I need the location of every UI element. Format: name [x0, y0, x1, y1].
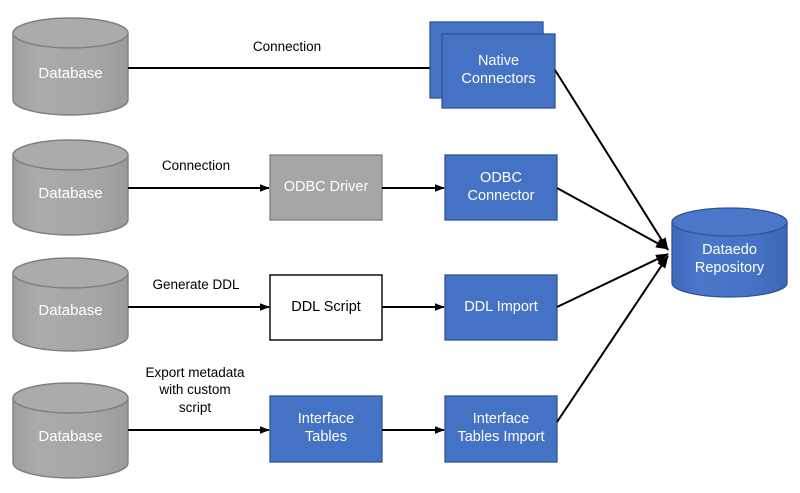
- interface-tables-node[interactable]: [270, 396, 382, 462]
- native-connectors-shape: [429, 21, 556, 109]
- odbc-driver-shape: [269, 154, 383, 221]
- source-database-3-shape: [12, 257, 129, 352]
- ddl-script-shape: [269, 274, 383, 341]
- ddl-script-node[interactable]: [270, 275, 382, 340]
- interface-tables-shape: [269, 395, 383, 463]
- edge-odbc-connector-to-repository: [556, 187, 669, 250]
- native-connectors-node[interactable]: [430, 22, 555, 108]
- source-database-4-shape: [12, 382, 129, 479]
- interface-tables-import-node[interactable]: [445, 396, 557, 462]
- ddl-import-shape: [444, 274, 558, 341]
- odbc-connector-shape: [444, 154, 558, 221]
- ddl-import-node[interactable]: [445, 275, 557, 340]
- source-database-2-shape: [12, 139, 129, 236]
- odbc-driver-node[interactable]: [270, 155, 382, 220]
- edge-native-connectors-to-repository: [554, 69, 669, 251]
- interface-tables-import-shape: [444, 395, 558, 463]
- source-database-1-shape: [12, 17, 129, 116]
- dataedo-repository-shape: [671, 207, 788, 298]
- source-database-4[interactable]: [13, 383, 128, 478]
- odbc-connector-node[interactable]: [445, 155, 557, 220]
- source-database-1[interactable]: [13, 18, 128, 115]
- edge-interface-tables-import-to-repository: [556, 255, 669, 423]
- dataedo-repository-node[interactable]: [672, 208, 787, 297]
- source-database-3[interactable]: [13, 258, 128, 351]
- edge-ddl-import-to-repository: [556, 253, 669, 308]
- source-database-2[interactable]: [13, 140, 128, 235]
